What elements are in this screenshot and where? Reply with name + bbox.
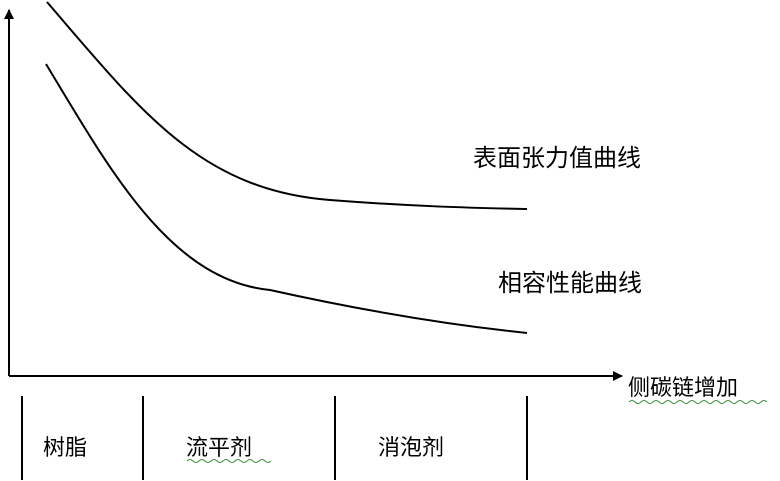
region-label-defoamer: 消泡剂 — [378, 436, 444, 461]
spellcheck-underline-leveling — [186, 459, 272, 463]
surface-tension-curve — [46, 1, 528, 210]
compatibility-curve — [45, 63, 528, 334]
compatibility-curve-label: 相容性能曲线 — [498, 269, 642, 297]
surface-tension-curve-label: 表面张力值曲线 — [473, 144, 641, 172]
spellcheck-underline — [628, 400, 768, 404]
region-label-leveling-agent: 流平剂 — [186, 436, 252, 461]
x-axis-label: 侧碳链增加 — [628, 376, 738, 401]
region-label-resin: 树脂 — [43, 436, 87, 461]
